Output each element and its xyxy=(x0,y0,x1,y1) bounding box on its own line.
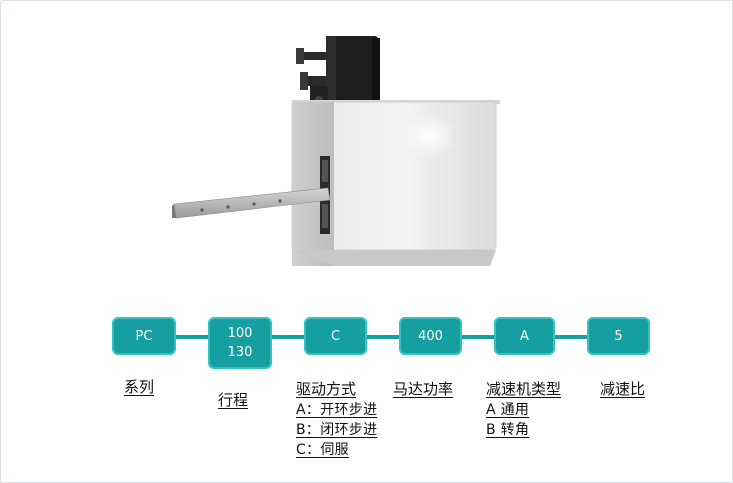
reducer-option: A 通用 xyxy=(486,402,530,418)
code-value: 130 xyxy=(227,345,253,360)
code-box-series: PC xyxy=(112,317,176,355)
code-box-reducer-type: A xyxy=(494,317,555,355)
connector-line xyxy=(462,335,494,339)
code-value: 100 xyxy=(227,326,253,341)
label-reducer-type: 减速机类型 xyxy=(486,380,562,398)
drive-option: B：闭环步进 xyxy=(296,422,378,438)
reducer-option: B 转角 xyxy=(486,422,530,438)
connector-line xyxy=(272,335,304,339)
drive-option: C：伺服 xyxy=(296,442,349,458)
label-drive-mode: 驱动方式 xyxy=(296,380,357,398)
label-stroke: 行程 xyxy=(218,391,249,409)
connector-line xyxy=(555,335,587,339)
code-box-motor-power: 400 xyxy=(399,317,462,355)
code-value: A xyxy=(520,328,529,344)
connector-line xyxy=(176,335,208,339)
label-series: 系列 xyxy=(124,378,155,396)
code-box-stroke: 100 130 xyxy=(208,317,272,369)
motor xyxy=(296,36,380,104)
code-value: 400 xyxy=(418,328,443,344)
linear-rail xyxy=(172,187,331,219)
linear-actuator-illustration xyxy=(172,36,500,266)
actuator-body xyxy=(291,101,497,266)
code-box-reduction-ratio: 5 xyxy=(587,317,650,355)
code-box-drive-mode: C xyxy=(304,317,367,355)
label-reduction-ratio: 减速比 xyxy=(600,380,646,398)
code-value: C xyxy=(330,328,341,344)
connector-line xyxy=(367,335,399,339)
code-value: PC xyxy=(135,328,153,344)
label-motor-power: 马达功率 xyxy=(393,380,454,398)
drive-option: A：开环步进 xyxy=(296,402,378,418)
code-value: 5 xyxy=(614,328,623,344)
